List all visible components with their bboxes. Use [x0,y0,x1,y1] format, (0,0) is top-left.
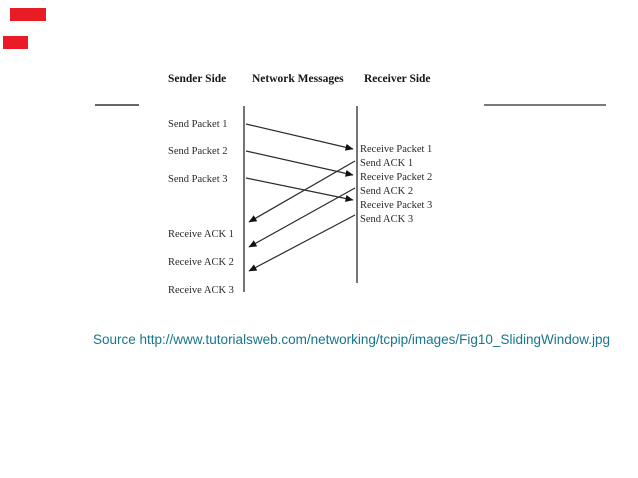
sender-event-receive-ack-1: Receive ACK 1 [168,229,234,240]
packet-2-arrow [245,150,354,177]
column-header-network: Network Messages [252,73,344,85]
ack-3-arrow [248,214,356,272]
packet-1-arrow [245,123,354,151]
receiver-event-send-ack-1: Send ACK 1 [360,158,414,169]
left-divider-line [95,104,139,106]
packet-3-arrow [245,177,354,202]
sender-event-send-packet-3: Send Packet 3 [168,174,228,185]
column-header-sender: Sender Side [168,73,227,85]
receiver-event-send-ack-2: Send ACK 2 [360,186,414,197]
ack-1-arrow [248,160,356,223]
receiver-event-receive-packet-2: Receive Packet 2 [360,172,433,183]
receiver-event-receive-packet-3: Receive Packet 3 [360,200,433,211]
receiver-event-send-ack-3: Send ACK 3 [360,214,414,225]
right-divider-line [484,104,606,106]
sender-event-send-packet-2: Send Packet 2 [168,146,228,157]
sender-event-send-packet-1: Send Packet 1 [168,119,228,130]
source-caption: Source http://www.tutorialsweb.com/netwo… [93,332,611,347]
red-accent-bar-1 [10,8,46,21]
receiver-event-receive-packet-1: Receive Packet 1 [360,144,433,155]
sender-event-receive-ack-3: Receive ACK 3 [168,285,234,296]
sender-event-receive-ack-2: Receive ACK 2 [168,257,234,268]
red-accent-bar-2 [3,36,28,49]
column-header-receiver: Receiver Side [364,73,431,85]
ack-2-arrow [248,187,356,248]
